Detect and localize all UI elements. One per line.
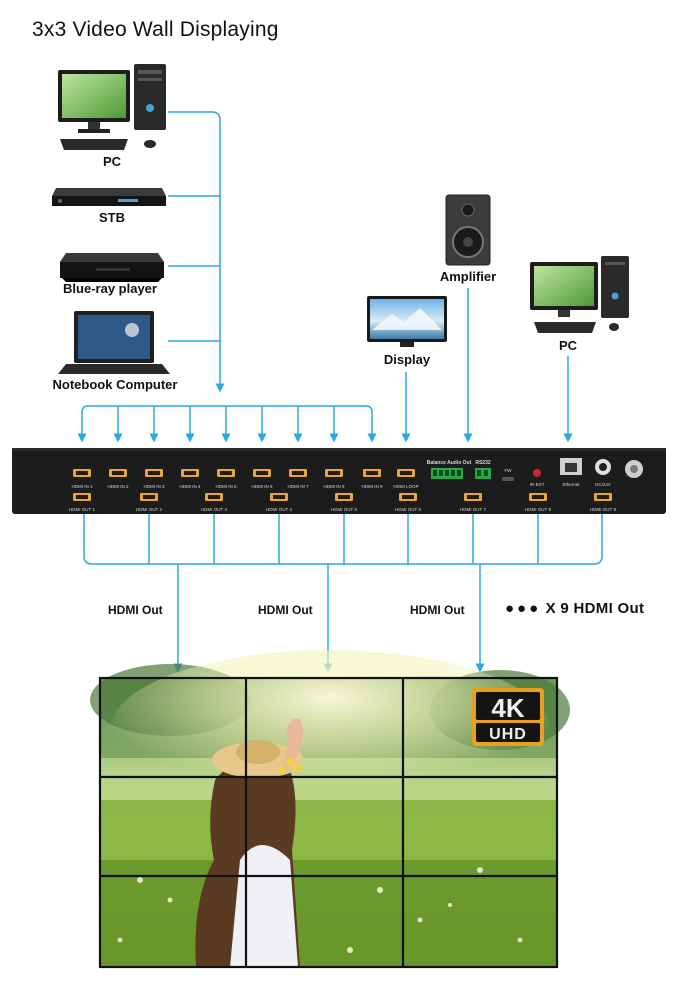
- pc-output-label: PC: [558, 338, 578, 353]
- hdmi-out-label: HDMI OUT 6: [395, 507, 421, 512]
- hdmi-loop-label: HDMI LOOP: [393, 484, 418, 489]
- hdmi-port-socket: [76, 495, 88, 499]
- hdmi-port-socket: [328, 471, 340, 475]
- hdmi-input-ports: [73, 469, 415, 477]
- hdmi-output-ports: [73, 493, 612, 501]
- hdmi-port-socket: [256, 471, 268, 475]
- x9-hdmi-out-text: X 9 HDMI Out: [545, 600, 645, 617]
- hdmi-port-socket: [400, 471, 412, 475]
- hdmi-out-label: HDMI OUT 3: [201, 507, 227, 512]
- hdmi-in-label: HDMI IN 3: [143, 484, 164, 489]
- ellipsis-dots: ●●●: [505, 600, 542, 617]
- notebook-source-icon: [58, 311, 170, 374]
- pc-source-icon: [58, 64, 166, 150]
- hdmi-in-label: HDMI IN 1: [71, 484, 92, 489]
- hdmi-out-label: HDMI OUT 8: [525, 507, 551, 512]
- display-device-icon: [367, 296, 447, 347]
- hdmi-out-label-3: HDMI Out: [410, 603, 465, 617]
- 4k-uhd-badge: 4K UHD: [472, 688, 544, 746]
- bluray-source-icon: [60, 253, 164, 282]
- x9-hdmi-out-caption: ●●● X 9 HDMI Out: [505, 600, 644, 617]
- display-device-label: Display: [383, 352, 431, 367]
- hdmi-out-label: HDMI OUT 5: [331, 507, 357, 512]
- bluray-source-label: Blue-ray player: [63, 281, 157, 296]
- badge-4k-text: 4K: [491, 693, 524, 723]
- hdmi-in-label: HDMI IN 4: [179, 484, 200, 489]
- dc-label: DC/24V: [595, 482, 611, 487]
- stb-source-icon: [52, 188, 166, 206]
- stb-source-label: STB: [99, 210, 125, 225]
- hdmi-in-label: HDMI IN 5: [215, 484, 236, 489]
- hdmi-port-socket: [76, 471, 88, 475]
- hdmi-port-socket: [184, 471, 196, 475]
- hdmi-in-label: HDMI IN 7: [287, 484, 308, 489]
- badge-uhd-text: UHD: [489, 726, 527, 743]
- hdmi-in-label: HDMI IN 8: [323, 484, 344, 489]
- hdmi-port-socket: [143, 495, 155, 499]
- hdmi-port-socket: [532, 495, 544, 499]
- amplifier-device-label: Amplifier: [439, 269, 497, 284]
- hdmi-port-socket: [467, 495, 479, 499]
- hdmi-out-label-2: HDMI Out: [258, 603, 313, 617]
- hdmi-port-socket: [112, 471, 124, 475]
- hdmi-out-label: HDMI OUT 1: [69, 507, 95, 512]
- hdmi-port-socket: [402, 495, 414, 499]
- hdmi-port-socket: [208, 495, 220, 499]
- page-title: 3x3 Video Wall Displaying: [32, 18, 279, 41]
- hdmi-out-label-1: HDMI Out: [108, 603, 163, 617]
- hdmi-port-socket: [148, 471, 160, 475]
- notebook-source-label: Notebook Computer: [52, 377, 178, 392]
- hdmi-port-socket: [220, 471, 232, 475]
- output-connection-lines: [83, 514, 603, 673]
- hdmi-out-label: HDMI OUT 7: [460, 507, 486, 512]
- fw-label: FW: [505, 468, 513, 473]
- hdmi-port-socket: [273, 495, 285, 499]
- pc-output-icon: [530, 256, 629, 333]
- ir-ext-label: IR-EXT: [530, 482, 545, 487]
- hdmi-out-label: HDMI OUT 9: [590, 507, 616, 512]
- fw-port: [502, 477, 514, 481]
- ethernet-label: Ethernet: [562, 482, 580, 487]
- audio-terminal-block: [431, 468, 463, 479]
- rs232-terminal-block: [475, 468, 491, 479]
- amplifier-device-icon: [445, 194, 491, 266]
- hdmi-out-label: HDMI OUT 4: [266, 507, 292, 512]
- device-panel: [12, 448, 666, 514]
- audio-out-label: Balance Audio Out: [427, 460, 472, 466]
- hdmi-in-label: HDMI IN 9: [361, 484, 382, 489]
- rs232-label: RS232: [475, 460, 491, 466]
- hdmi-port-socket: [366, 471, 378, 475]
- hdmi-port-socket: [597, 495, 609, 499]
- ir-ext-port: [533, 469, 541, 477]
- hdmi-port-socket: [292, 471, 304, 475]
- source-connection-lines: [77, 111, 377, 443]
- pc-source-label: PC: [102, 154, 122, 169]
- hdmi-port-socket: [338, 495, 350, 499]
- hdmi-in-label: HDMI IN 2: [107, 484, 128, 489]
- hdmi-out-label: HDMI OUT 2: [136, 507, 162, 512]
- hdmi-in-label: HDMI IN 6: [251, 484, 272, 489]
